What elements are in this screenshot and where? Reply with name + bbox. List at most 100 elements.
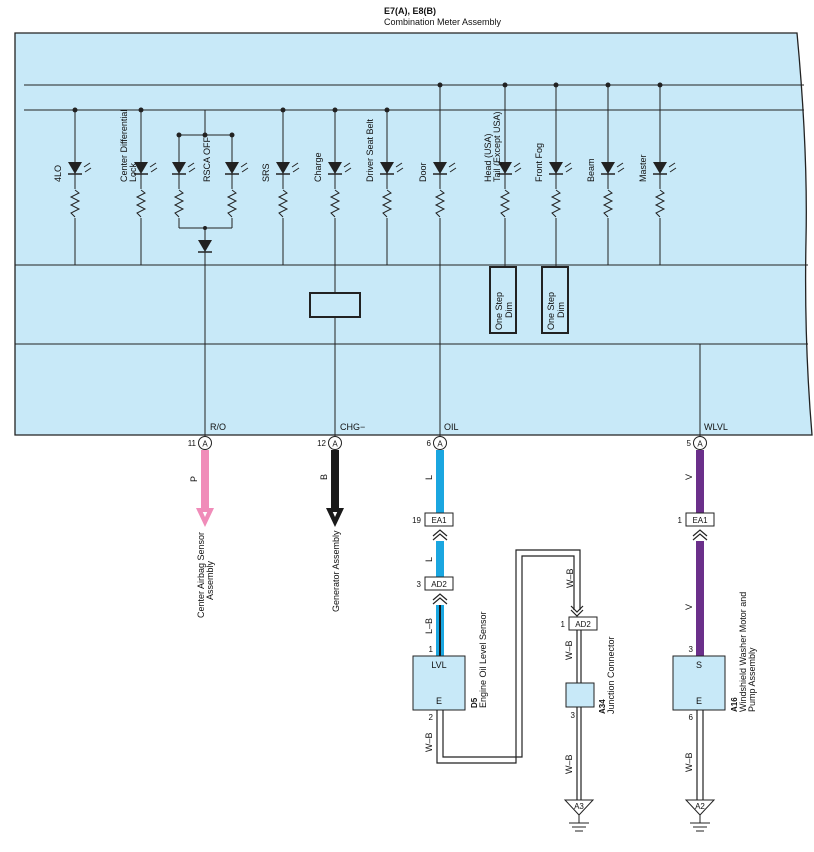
wire-label-wb-jc1: W–B	[565, 568, 575, 588]
svg-text:3: 3	[417, 580, 422, 589]
junction-dot	[502, 82, 508, 88]
light-ray-icon	[513, 162, 522, 173]
wire-label-wb-a16: W–B	[684, 752, 694, 772]
led-icon	[549, 162, 563, 174]
junction-dot	[280, 107, 286, 113]
svg-text:6: 6	[689, 713, 694, 722]
wire-label-v-2: V	[684, 604, 694, 610]
light-ray-icon	[395, 162, 404, 173]
light-ray-icon	[187, 162, 196, 173]
led-icon	[328, 162, 342, 174]
diode-symbol	[198, 240, 212, 252]
light-ray-icon	[616, 162, 625, 173]
rsca-junction	[202, 132, 208, 138]
connector-ea1-oil: EA1 19	[412, 512, 454, 527]
arrow-generator	[326, 508, 344, 527]
wire-purple-2	[696, 541, 704, 656]
junction-dot	[657, 82, 663, 88]
indicator-led-circuit: Door	[418, 82, 457, 344]
indicator-led-circuit	[172, 132, 196, 228]
led-icon	[225, 162, 239, 174]
resistor-icon	[602, 189, 614, 218]
wire-label-wb-jc3: W–B	[564, 754, 574, 774]
indicator-led-circuit: Head (USA)Tail (Except USA)	[483, 82, 522, 267]
junction-dot	[605, 82, 611, 88]
wire-jc-2	[576, 630, 582, 683]
led-icon	[498, 162, 512, 174]
wire-black	[331, 450, 339, 512]
pin-ro: A 11	[188, 436, 212, 450]
light-ray-icon	[240, 162, 249, 173]
junction-dot	[138, 107, 144, 113]
a16-name-2: Pump Assembly	[747, 647, 757, 712]
svg-text:AD2: AD2	[575, 620, 591, 629]
a16-id: A16	[730, 697, 739, 712]
component-d5: LVL E 1 2	[412, 645, 466, 722]
connector-ad2-oil: AD2 3	[417, 576, 454, 591]
component-a16: S E 3 6	[672, 645, 726, 722]
svg-text:1: 1	[429, 645, 434, 654]
svg-text:6: 6	[427, 439, 432, 448]
wire-label-wb-d5: W–B	[424, 732, 434, 752]
meter-panel	[14, 32, 813, 436]
svg-text:A: A	[202, 440, 208, 449]
wire-purple-1	[696, 450, 704, 513]
junction-dot	[332, 107, 338, 113]
led-icon	[380, 162, 394, 174]
indicator-led-circuit	[225, 132, 249, 228]
a34-name: Junction Connector	[606, 636, 616, 714]
indicator-led-circuit: SRS	[261, 107, 300, 265]
connector-ea1-wlvl: EA1 1	[678, 512, 715, 527]
resistor-icon	[277, 189, 289, 218]
junction-dot	[72, 107, 78, 113]
chevron-ea1-wlvl	[692, 529, 708, 541]
light-ray-icon	[83, 162, 92, 173]
resistor-icon	[654, 189, 666, 218]
indicator-label: RSCA OFF	[202, 136, 212, 182]
indicator-led-circuit: Front Fog	[534, 82, 573, 267]
led-icon	[134, 162, 148, 174]
dest-airbag-1: Center Airbag Sensor	[196, 532, 206, 618]
svg-text:2: 2	[429, 713, 434, 722]
resistor-icon	[135, 189, 147, 218]
svg-text:EA1: EA1	[431, 516, 447, 525]
dimmer-label-head-1: One Step	[494, 292, 504, 330]
resistor-icon	[173, 189, 185, 218]
svg-text:1: 1	[678, 516, 683, 525]
arrow-airbag	[196, 508, 214, 527]
indicator-label: Driver Seat Belt	[365, 118, 375, 182]
rsca-junction-bottom	[203, 226, 207, 230]
svg-text:12: 12	[317, 439, 326, 448]
led-icon	[433, 162, 447, 174]
indicator-label: Charge	[313, 152, 323, 182]
wire-blue-2	[436, 541, 444, 577]
terminal-oil: OIL	[444, 422, 459, 432]
junction-dot	[553, 82, 559, 88]
wire-pink	[201, 450, 209, 512]
led-icon	[601, 162, 615, 174]
resistor-icon	[499, 189, 511, 218]
component-title: Combination Meter Assembly	[384, 17, 502, 27]
svg-text:E: E	[696, 696, 702, 706]
dimmer-label-head-2: Dim	[504, 302, 514, 318]
dimmer-box-fog	[541, 266, 569, 334]
indicator-label: 4LO	[53, 165, 63, 182]
light-ray-icon	[343, 162, 352, 173]
terminal-ro: R/O	[210, 422, 226, 432]
indicator-label: Door	[418, 162, 428, 182]
indicator-led-circuit: Master	[638, 82, 677, 265]
wire-label-wb-jc2: W–B	[564, 640, 574, 660]
svg-text:EA1: EA1	[692, 516, 708, 525]
indicator-label: Head (USA)	[483, 133, 493, 182]
component-a34: 3	[565, 682, 595, 720]
light-ray-icon	[291, 162, 300, 173]
svg-text:A: A	[332, 440, 338, 449]
d5-id: D5	[470, 697, 479, 708]
led-icon	[68, 162, 82, 174]
terminal-chg: CHG−	[340, 422, 365, 432]
light-ray-icon	[448, 162, 457, 173]
wire-blue-1	[436, 450, 444, 513]
wire-label-l-1: L	[424, 475, 434, 480]
indicator-led-circuit: Charge	[313, 107, 352, 293]
